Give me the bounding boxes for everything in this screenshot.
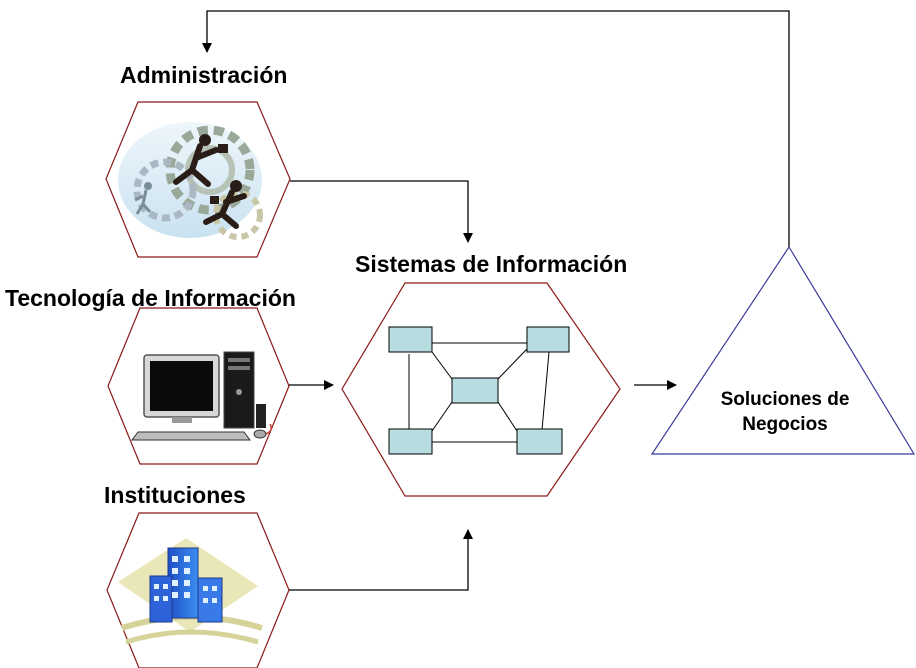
soluciones-label-line1: Soluciones de — [720, 389, 850, 410]
tecnologia-node — [107, 307, 290, 465]
sistemas-label: Sistemas de Información — [355, 251, 628, 277]
sistemas-node — [341, 282, 621, 497]
tecnologia-label: Tecnología de Información — [5, 285, 296, 311]
admin-to-sistemas-connector — [290, 180, 473, 243]
network-nodes-icon — [388, 326, 570, 455]
instituciones-to-sistemas-connector — [289, 529, 473, 591]
business-people-gears-icon — [118, 122, 263, 240]
office-buildings-icon — [118, 538, 263, 645]
soluciones-triangle — [650, 245, 916, 455]
administracion-node — [105, 101, 291, 258]
administracion-label: Administración — [120, 62, 288, 88]
feedback-connector — [202, 10, 790, 247]
instituciones-label: Instituciones — [104, 482, 246, 508]
soluciones-label: Soluciones de Negocios — [680, 387, 890, 437]
soluciones-label-line2: Negocios — [742, 414, 828, 435]
instituciones-node — [106, 512, 290, 668]
desktop-computer-icon — [131, 351, 273, 441]
